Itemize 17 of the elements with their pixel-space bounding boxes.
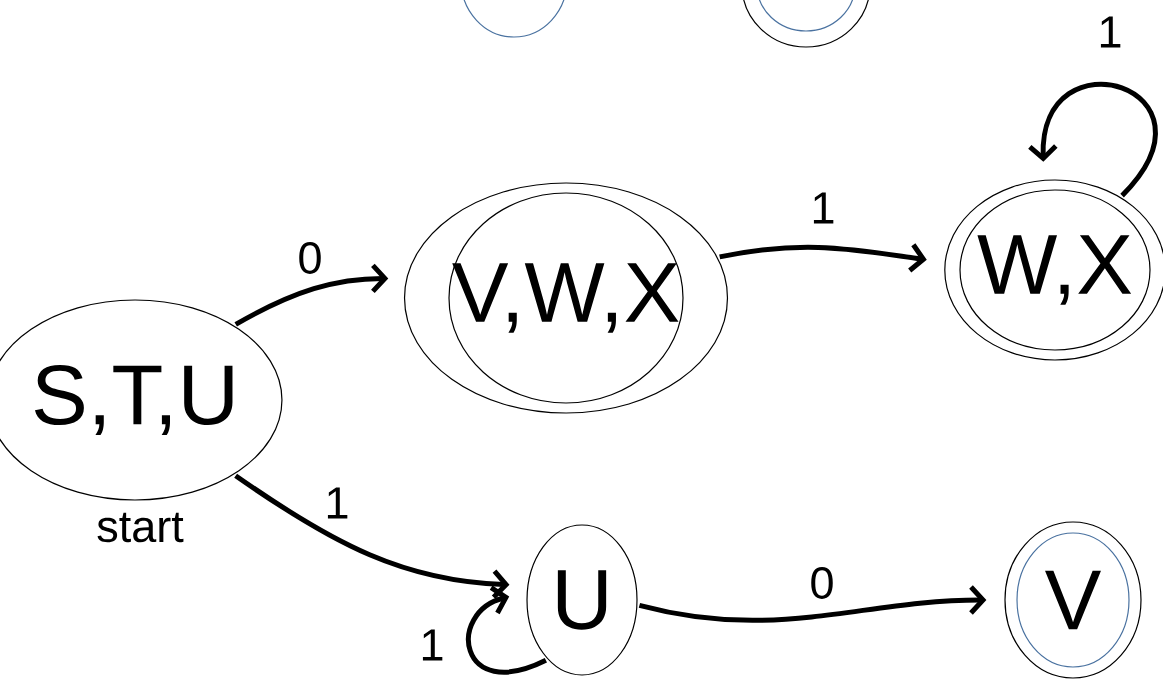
edge-label: 1 [323, 486, 351, 520]
arrow [466, 585, 547, 675]
accepting-state: V,W,X [403, 182, 729, 414]
arrow [1028, 81, 1158, 198]
accepting-state: W,X [944, 179, 1163, 361]
accepting-state [741, 0, 871, 48]
edge-label: 1 [809, 191, 837, 225]
arrow [719, 243, 927, 273]
arrow [234, 263, 389, 327]
edge-label: 1 [418, 628, 446, 662]
edge-label: 0 [296, 241, 324, 275]
edge-label: 0 [808, 566, 836, 600]
arrow [638, 585, 987, 623]
accepting-state: V [1004, 521, 1142, 679]
edge-label: 1 [1096, 15, 1124, 49]
state-caption: start [97, 512, 184, 543]
arrow [234, 473, 510, 599]
